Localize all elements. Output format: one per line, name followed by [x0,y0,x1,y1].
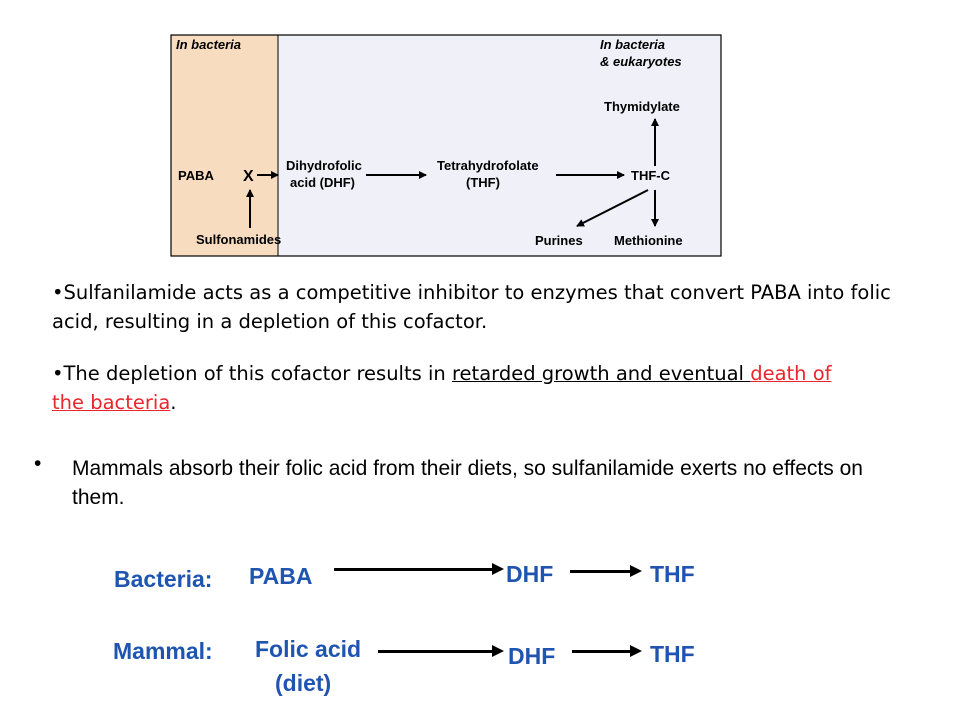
node-methionine: Methionine [614,233,683,248]
node-thymidylate: Thymidylate [604,99,680,114]
bacteria-paba: PABA [249,563,313,589]
mammal-arrow-2 [572,650,632,653]
node-purines: Purines [535,233,583,248]
mammal-arrow-1 [378,650,494,653]
paragraph-mammals: Mammals absorb their folic acid from the… [72,457,863,509]
bacteria-arrow-2 [570,570,632,573]
figure-border [170,34,722,257]
bullet-2: • [52,362,64,385]
left-panel-label: In bacteria [176,37,241,52]
bullet-3: • [34,452,42,475]
node-thf-c: THF-C [631,168,671,183]
node-thf-line2: (THF) [466,175,500,190]
node-dhf-line1: Dihydrofolic [286,158,362,173]
paragraph-2-end: . [170,391,177,414]
paragraph-2-red-underlined: death of the bacteria [52,362,832,414]
mammal-dhf: DHF [508,643,556,669]
node-sulfonamides: Sulfonamides [196,232,281,247]
node-dhf-line2: acid (DHF) [290,175,355,190]
bacteria-label: Bacteria: [114,566,213,592]
mammal-thf: THF [650,641,695,667]
bacteria-dhf: DHF [506,561,554,587]
mammal-diet: (diet) [275,670,332,696]
paragraph-depletion: •The depletion of this cofactor results … [52,359,852,417]
node-thf-line1: Tetrahydrofolate [437,158,539,173]
bacteria-arrow-1-head [492,563,504,575]
node-paba: PABA [178,168,214,183]
bacteria-arrow-2-head [630,565,642,577]
arrow-thfc-to-purines [576,189,649,227]
bullet-1: • [52,281,64,304]
paragraph-2-underlined: retarded growth and eventual [451,362,751,385]
right-panel-label-line2: & eukaryotes [600,54,682,69]
mammal-label: Mammal: [113,638,213,664]
bacteria-thf: THF [650,561,695,587]
figure-left-panel [170,34,279,257]
mammal-arrow-1-head [492,645,504,657]
right-panel-label-line1: In bacteria [600,37,665,52]
mammal-folic-acid: Folic acid [255,636,362,662]
bacteria-arrow-1 [334,568,494,571]
block-mark: X [243,168,254,185]
mammal-arrow-2-head [630,645,642,657]
paragraph-1-text: Sulfanilamide acts as a competitive inhi… [52,281,891,333]
paragraph-2-text: The depletion of this cofactor results i… [63,362,452,385]
paragraph-inhibitor: •Sulfanilamide acts as a competitive inh… [52,278,942,336]
